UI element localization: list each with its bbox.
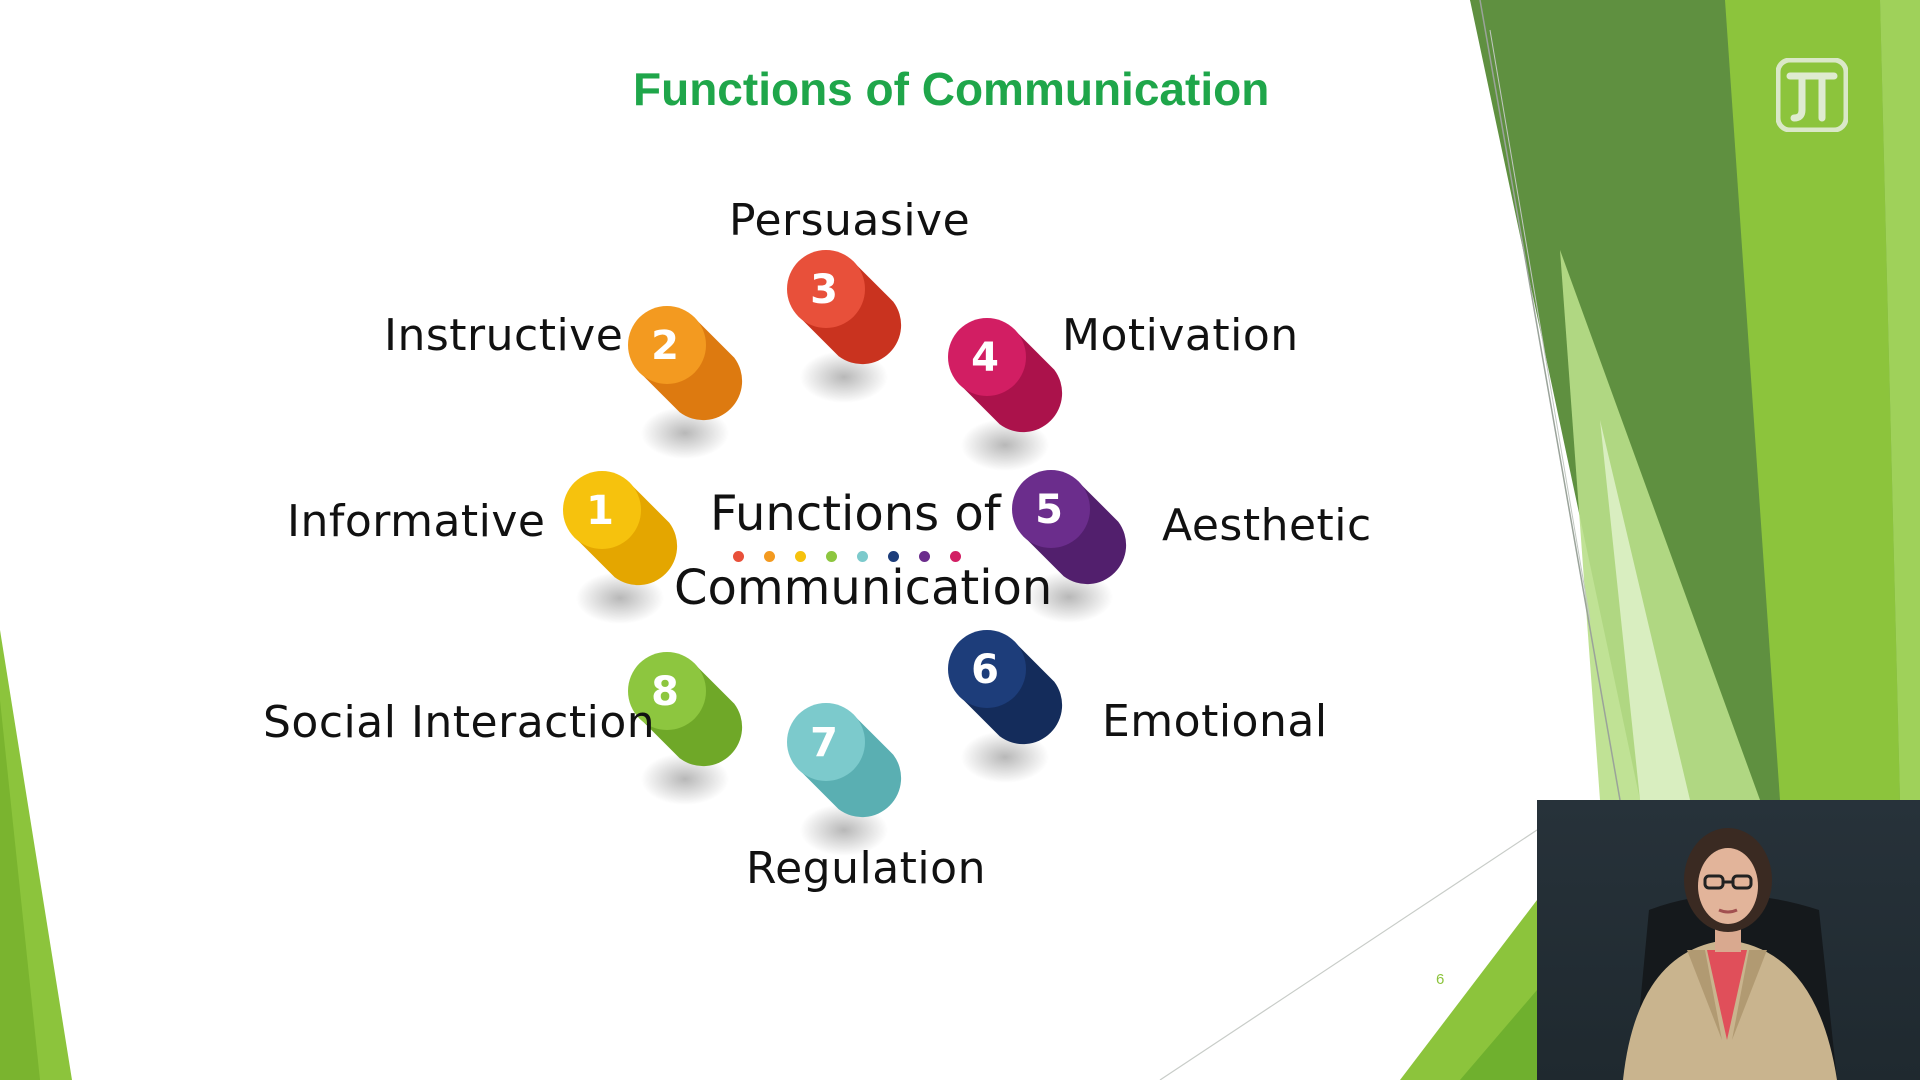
cylinder-2: 2 — [628, 306, 743, 459]
cylinder-8: 8 — [628, 652, 743, 805]
center-dot — [919, 551, 930, 562]
cylinder-shadow — [961, 731, 1049, 783]
center-title-line1: Functions of — [710, 486, 1001, 542]
slide-title: Functions of Communication — [633, 63, 1270, 115]
cylinder-shadow — [641, 407, 729, 459]
cylinder-top — [948, 630, 1026, 708]
label-social-interaction: Social Interaction — [263, 697, 656, 748]
center-dot — [888, 551, 899, 562]
cylinder-number: 8 — [651, 669, 679, 715]
cylinder-top — [787, 703, 865, 781]
label-instructive: Instructive — [384, 310, 624, 361]
cylinder-number: 4 — [971, 335, 999, 381]
cylinder-shadow — [641, 753, 729, 805]
cylinder-number: 1 — [586, 488, 614, 534]
cylinder-5: 5 — [1012, 470, 1127, 623]
cylinder-shadow — [1025, 571, 1113, 623]
cylinder-shadow — [961, 419, 1049, 471]
label-informative: Informative — [287, 496, 546, 547]
cylinder-number: 7 — [810, 720, 838, 766]
cylinder-1: 1 — [563, 471, 678, 624]
cylinder-top — [1012, 470, 1090, 548]
cylinder-top — [628, 306, 706, 384]
label-motivation: Motivation — [1062, 310, 1299, 361]
center-dots — [733, 551, 961, 565]
presenter-image — [1623, 828, 1837, 1080]
cylinder-top — [948, 318, 1026, 396]
cylinder-shadow — [800, 804, 888, 856]
cylinder-top — [628, 652, 706, 730]
presenter-video[interactable] — [1537, 800, 1920, 1080]
center-title-line2: Communication — [674, 560, 1053, 616]
cylinder-number: 6 — [971, 647, 999, 693]
label-aesthetic: Aesthetic — [1162, 500, 1372, 551]
cylinder-4: 4 — [948, 318, 1063, 471]
center-dot — [950, 551, 961, 562]
cylinder-top — [563, 471, 641, 549]
cylinder-7: 7 — [787, 703, 902, 856]
cylinder-3: 3 — [787, 250, 902, 403]
center-dot — [764, 551, 775, 562]
cylinder-top — [787, 250, 865, 328]
cylinder-shadow — [576, 572, 664, 624]
label-regulation: Regulation — [746, 843, 986, 894]
cylinder-number: 2 — [651, 323, 679, 369]
center-dot — [795, 551, 806, 562]
cylinder-6: 6 — [948, 630, 1063, 783]
label-persuasive: Persuasive — [729, 195, 971, 246]
cylinder-number: 3 — [810, 267, 838, 313]
cylinder-shadow — [800, 351, 888, 403]
label-emotional: Emotional — [1102, 696, 1328, 747]
center-dot — [857, 551, 868, 562]
center-dot — [733, 551, 744, 562]
page-number: 6 — [1436, 971, 1445, 988]
center-dot — [826, 551, 837, 562]
jt-logo-icon — [1776, 58, 1848, 132]
cylinder-number: 5 — [1035, 487, 1063, 533]
